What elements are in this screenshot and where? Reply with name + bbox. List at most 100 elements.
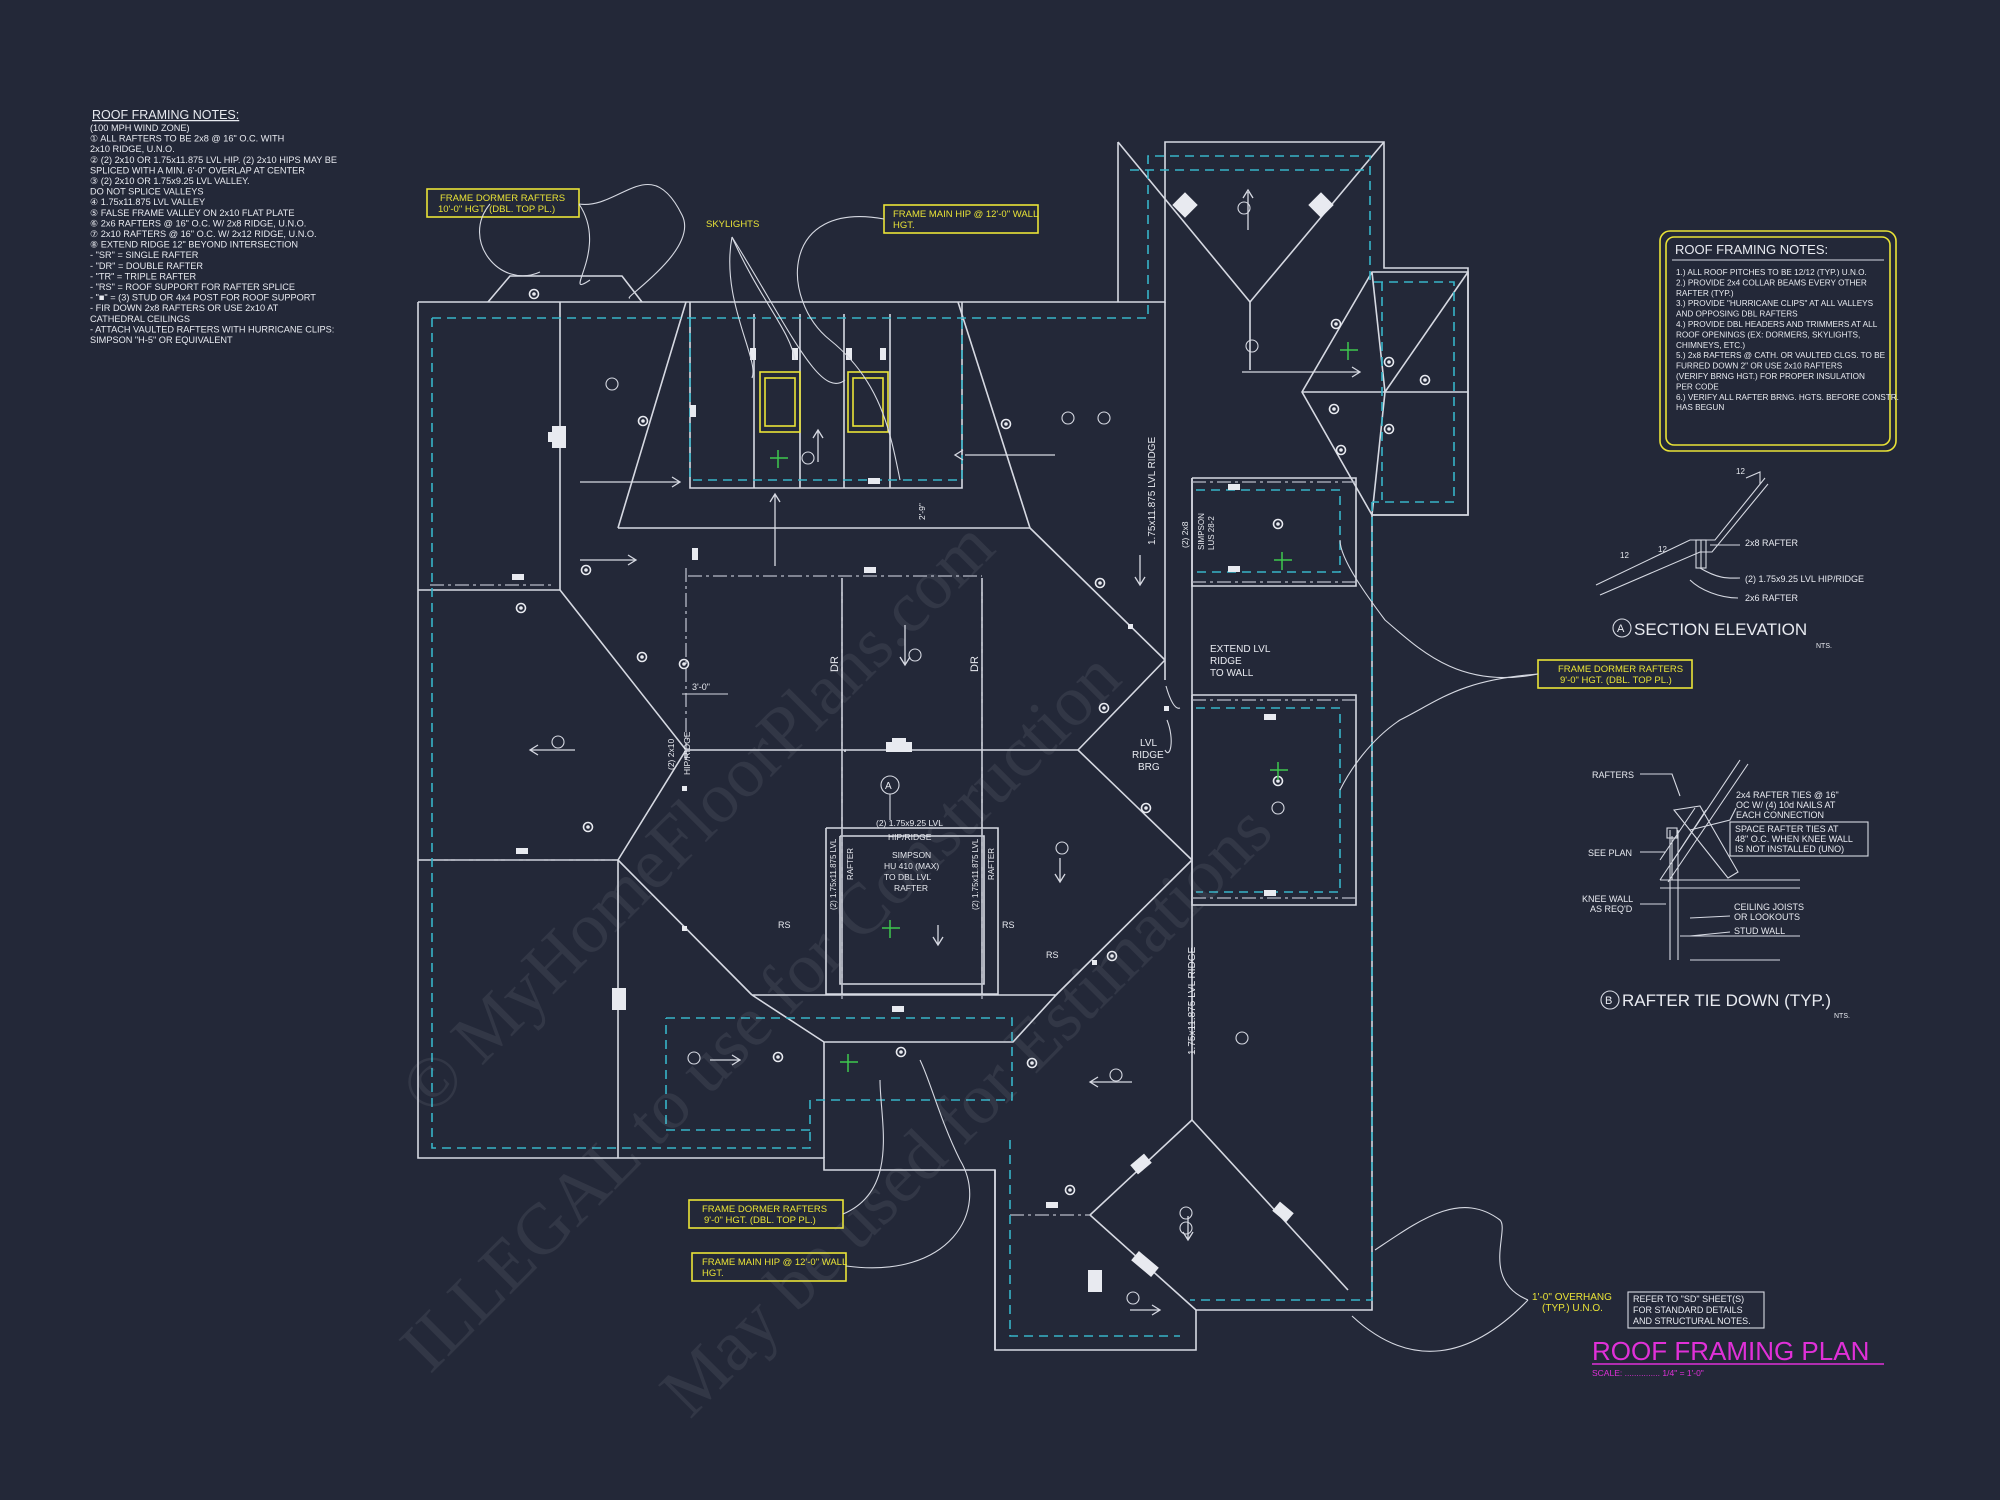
rafter-tag-circle — [551, 735, 565, 749]
rafter-tag-circle — [605, 377, 619, 391]
svg-text:RS: RS — [1046, 950, 1059, 960]
svg-text:LUS 28-2: LUS 28-2 — [1207, 516, 1216, 550]
notes-right-lines: 1.) ALL ROOF PITCHES TO BE 12/12 (TYP.) … — [1676, 268, 1899, 412]
detail-tag-dot — [1276, 779, 1280, 783]
lvl-ridge-lower-label: 1.75x11.875 LVL RIDGE — [1187, 946, 1198, 1055]
svg-text:FRAME MAIN HIP @ 12'-0" WALL: FRAME MAIN HIP @ 12'-0" WALL — [702, 1257, 847, 1268]
note-line: 2.) PROVIDE 2x4 COLLAR BEAMS EVERY OTHER — [1676, 278, 1867, 287]
svg-text:RS: RS — [1002, 920, 1015, 930]
svg-text:10'-0" HGT. (DBL. TOP PL.): 10'-0" HGT. (DBL. TOP PL.) — [438, 204, 555, 215]
svg-text:9'-0" HGT. (DBL. TOP PL.): 9'-0" HGT. (DBL. TOP PL.) — [704, 1215, 816, 1226]
svg-text:12: 12 — [1736, 467, 1745, 476]
detail-tag — [1106, 950, 1118, 962]
detail-tag — [1328, 403, 1340, 415]
svg-text:RIDGE: RIDGE — [1210, 656, 1242, 667]
svg-text:(2) 2x8: (2) 2x8 — [1180, 521, 1190, 548]
note-line: 3.) PROVIDE "HURRICANE CLIPS" AT ALL VAL… — [1676, 299, 1874, 308]
svg-text:AS REQ'D: AS REQ'D — [1590, 904, 1633, 914]
svg-text:HGT.: HGT. — [702, 1268, 724, 1279]
svg-text:NTS.: NTS. — [1834, 1013, 1850, 1020]
detail-tag-dot — [682, 662, 686, 666]
notes-left-lines: (100 MPH WIND ZONE)① ALL RAFTERS TO BE 2… — [90, 123, 337, 345]
rafter-tag-circle — [801, 451, 815, 465]
simpson-hu-label: SIMPSON HU 410 (MAX) TO DBL LVL RAFTER — [884, 850, 939, 893]
svg-text:RAFTER: RAFTER — [894, 883, 928, 893]
detail-tag — [1330, 318, 1342, 330]
detail-a-section-elevation: 2x8 RAFTER (2) 1.75x9.25 LVL HIP/RIDGE 2… — [1595, 467, 1864, 650]
note-line: PER CODE — [1676, 382, 1719, 391]
detail-tag-dot — [1068, 1188, 1072, 1192]
svg-text:DR: DR — [969, 656, 981, 672]
note-line: ② (2) 2x10 OR 1.75x11.875 LVL HIP. (2) 2… — [90, 155, 337, 165]
rafter-tag-circle — [1097, 411, 1111, 425]
svg-text:IS NOT INSTALLED (UNO): IS NOT INSTALLED (UNO) — [1735, 844, 1844, 854]
callout-dormer-right: FRAME DORMER RAFTERS 9'-0" HGT. (DBL. TO… — [1537, 659, 1693, 689]
detail-tag-dot — [1102, 706, 1106, 710]
svg-text:SEE PLAN: SEE PLAN — [1588, 848, 1632, 858]
note-line: HAS BEGUN — [1676, 403, 1724, 412]
detail-tag — [1094, 577, 1106, 589]
detail-tag — [1140, 802, 1152, 814]
notes-left-title: ROOF FRAMING NOTES: — [92, 108, 239, 122]
rafter-tag-circle — [1126, 1291, 1140, 1305]
skylight-2 — [847, 371, 889, 433]
svg-text:2x6 RAFTER: 2x6 RAFTER — [1745, 593, 1799, 603]
note-line: ROOF OPENINGS (EX: DORMERS, SKYLIGHTS, — [1676, 330, 1860, 339]
detail-tag-dot — [1387, 360, 1391, 364]
note-line: 4.) PROVIDE DBL HEADERS AND TRIMMERS AT … — [1676, 320, 1878, 329]
detail-tag — [895, 1046, 907, 1058]
plan-labels: 1.75x11.875 LVL RIDGE 1.75x11.875 LVL RI… — [666, 436, 1765, 1329]
note-line: ⑦ 2x10 RAFTERS @ 16" O.C. W/ 2x12 RIDGE,… — [90, 229, 317, 239]
detail-tag-dot — [776, 1055, 780, 1059]
callout-skylights: SKYLIGHTS — [706, 219, 759, 230]
note-line: ⑧ EXTEND RIDGE 12" BEYOND INTERSECTION — [90, 240, 298, 250]
extend-lvl-label: EXTEND LVL RIDGE TO WALL — [1210, 644, 1271, 679]
svg-text:RAFTER: RAFTER — [987, 848, 996, 880]
svg-text:AND STRUCTURAL NOTES.: AND STRUCTURAL NOTES. — [1633, 1316, 1751, 1326]
detail-tag-dot — [1339, 448, 1343, 452]
svg-text:FRAME DORMER RAFTERS: FRAME DORMER RAFTERS — [1558, 664, 1683, 675]
direction-arrows — [528, 188, 1362, 1316]
svg-text:(2) 1.75x9.25 LVL HIP/RIDGE: (2) 1.75x9.25 LVL HIP/RIDGE — [1745, 574, 1864, 584]
note-line: RAFTER (TYP.) — [1676, 289, 1734, 298]
svg-text:(2) 1.75x11.875 LVL: (2) 1.75x11.875 LVL — [971, 838, 980, 910]
rafter-tag-circle — [1055, 841, 1069, 855]
svg-text:48" O.C. WHEN KNEE WALL: 48" O.C. WHEN KNEE WALL — [1735, 834, 1853, 844]
rafter-tag-circle — [1109, 1068, 1123, 1082]
svg-text:FRAME DORMER RAFTERS: FRAME DORMER RAFTERS — [440, 193, 565, 204]
detail-tag-dot — [1030, 1061, 1034, 1065]
svg-text:SIMPSON: SIMPSON — [892, 850, 931, 860]
leader-lines — [479, 183, 1539, 1352]
lvl-ridge-upper-label: 1.75x11.875 LVL RIDGE — [1147, 436, 1158, 545]
svg-text:(TYP.) U.N.O.: (TYP.) U.N.O. — [1542, 1303, 1603, 1314]
rafter-tags — [515, 201, 1431, 1305]
note-line: - "SR" = SINGLE RAFTER — [90, 250, 199, 260]
detail-tag — [1000, 418, 1012, 430]
svg-text:B: B — [1605, 995, 1612, 1007]
svg-text:(2) 2x10: (2) 2x10 — [666, 739, 676, 770]
svg-text:KNEE WALL: KNEE WALL — [1582, 894, 1633, 904]
svg-text:HIP/RIDGE: HIP/RIDGE — [682, 731, 692, 775]
detail-b-title: RAFTER TIE DOWN (TYP.) — [1622, 991, 1831, 1010]
detail-tag — [580, 564, 592, 576]
center-beam-label: (2) 1.75x9.25 LVL HIP/RIDGE — [876, 818, 943, 842]
detail-tag-dot — [641, 419, 645, 423]
note-line: ① ALL RAFTERS TO BE 2x8 @ 16" O.C. WITH — [90, 134, 284, 144]
svg-text:STUD WALL: STUD WALL — [1734, 926, 1785, 936]
svg-text:1'-0" OVERHANG: 1'-0" OVERHANG — [1532, 1292, 1612, 1303]
plan-title-block: ROOF FRAMING PLAN SCALE: ...............… — [1592, 1336, 1884, 1378]
svg-text:3'-0": 3'-0" — [692, 682, 710, 692]
rafter-tag-circle — [1179, 1221, 1193, 1235]
note-line: - "RS" = ROOF SUPPORT FOR RAFTER SPLICE — [90, 282, 295, 292]
detail-tag-dot — [584, 568, 588, 572]
svg-text:FRAME MAIN HIP @ 12'-0" WALL: FRAME MAIN HIP @ 12'-0" WALL — [893, 209, 1038, 220]
svg-text:CEILING JOISTS: CEILING JOISTS — [1734, 902, 1804, 912]
note-line: ⑥ 2x6 RAFTERS @ 16" O.C. W/ 2x8 RIDGE, U… — [90, 218, 306, 228]
note-line: FURRED DOWN 2" OR USE 2x10 RAFTERS — [1676, 362, 1843, 371]
note-line: 1.) ALL ROOF PITCHES TO BE 12/12 (TYP.) … — [1676, 268, 1867, 277]
note-line: - ATTACH VAULTED RAFTERS WITH HURRICANE … — [90, 324, 334, 334]
svg-text:2x4 RAFTER TIES @ 16": 2x4 RAFTER TIES @ 16" — [1736, 790, 1839, 800]
detail-tag-dot — [1423, 378, 1427, 382]
detail-tag-dot — [1098, 581, 1102, 585]
